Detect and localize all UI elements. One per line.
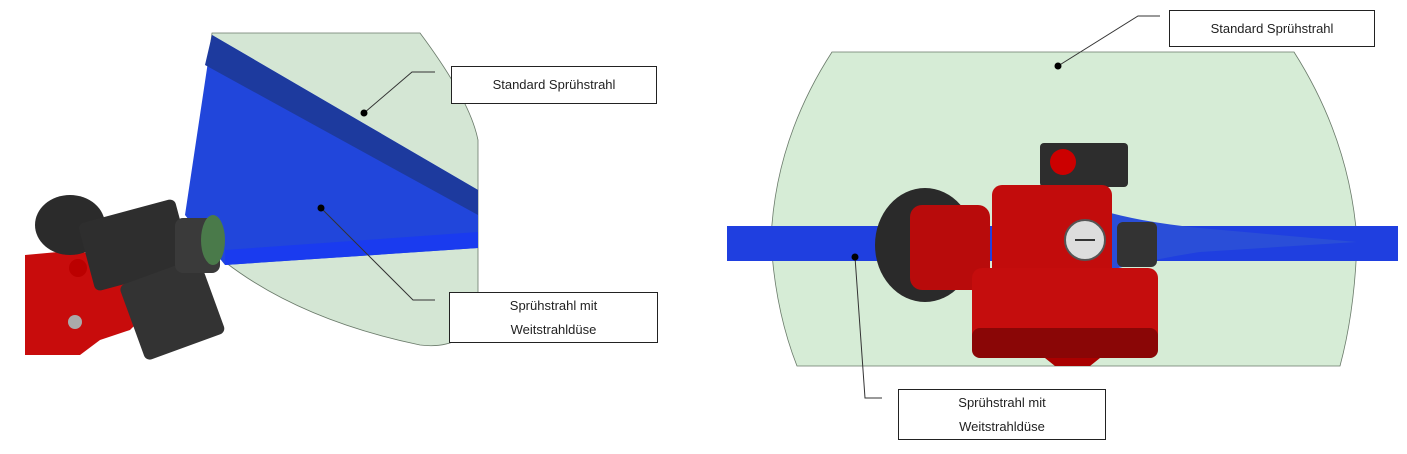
leader-long-range-left [320, 207, 435, 301]
label-text-line1: Sprühstrahl mit [509, 297, 598, 313]
leader-standard-left [363, 71, 435, 114]
top-view [727, 15, 1398, 399]
spray-dark-band-left [205, 35, 478, 215]
label-standard-spray-left: Standard Sprühstrahl [451, 66, 657, 104]
leader-dot-standard-left [360, 109, 368, 117]
leader-long-range-right [854, 256, 882, 399]
label-text-line1: Sprühstrahl mit [958, 394, 1046, 410]
label-long-range-spray-left: Sprühstrahl mit Weitstrahldüse [449, 292, 658, 343]
monitor-machine-left [25, 195, 225, 360]
leader-dot-long-range-right [851, 253, 859, 261]
leader-standard-right [1057, 15, 1160, 67]
monitor-machine-top [875, 143, 1158, 366]
label-standard-spray-right: Standard Sprühstrahl [1169, 10, 1375, 47]
label-long-range-spray-right: Sprühstrahl mit Weitstrahldüse [898, 389, 1106, 440]
label-text: Standard Sprühstrahl [1210, 20, 1334, 36]
spray-narrowing-right [1100, 210, 1357, 270]
spray-core-left [225, 232, 478, 265]
label-text-line2: Weitstrahldüse [959, 418, 1045, 434]
left-side-view [25, 32, 479, 360]
leader-dot-standard-right [1054, 62, 1062, 70]
leader-dot-long-range-left [317, 204, 325, 212]
label-text-line2: Weitstrahldüse [510, 321, 597, 337]
label-text: Standard Sprühstrahl [492, 77, 616, 92]
